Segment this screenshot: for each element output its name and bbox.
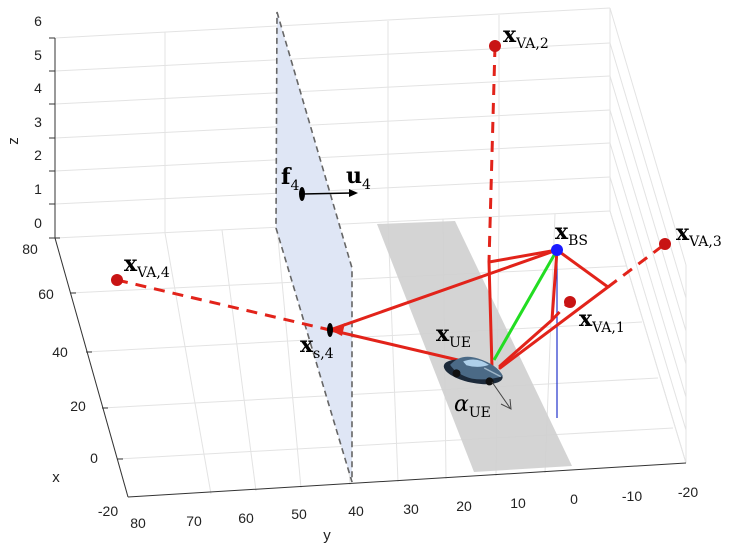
x-tick: 80: [22, 241, 38, 257]
x-axis-label: x: [52, 469, 60, 486]
y-tick: 80: [130, 515, 146, 531]
reflecting-plane: [275, 11, 353, 483]
ue-label: xUE: [436, 321, 471, 351]
x-axis: -20 0 20 40 60 80 x: [22, 237, 123, 519]
va1-anchor: [564, 296, 576, 308]
va4-anchor: [111, 274, 123, 286]
u4-arrow: [301, 192, 353, 195]
y-axis: 80 70 60 50 40 30 20 10 0 -10 -20 y: [130, 484, 698, 544]
y-tick: 0: [570, 491, 578, 507]
road-strip: [377, 221, 572, 472]
ray-arrowhead: [330, 323, 345, 336]
y-tick: 60: [238, 510, 254, 526]
va1-label: xVA,1: [579, 306, 625, 336]
z-tick: 2: [34, 147, 42, 163]
va3-label: xVA,3: [676, 220, 722, 250]
alpha-label: αUE: [454, 392, 491, 421]
z-tick: 5: [34, 47, 42, 63]
z-tick: 1: [34, 181, 42, 197]
xs4-label: xs,4: [300, 332, 334, 362]
z-tick: 6: [34, 13, 42, 29]
z-tick: 0: [34, 215, 42, 231]
floor-grid: [54, 210, 687, 498]
y-tick: -10: [622, 488, 642, 504]
y-tick: 40: [348, 503, 364, 519]
va2-projection-line: [487, 45, 497, 263]
y-tick: 10: [510, 495, 526, 511]
z-axis-label: z: [5, 137, 22, 145]
x-tick: -20: [98, 503, 118, 519]
x-tick: 20: [70, 398, 86, 414]
bs-label: xBS: [555, 219, 588, 249]
y-tick: -20: [678, 484, 698, 500]
va3-anchor: [659, 238, 671, 250]
y-tick: 30: [403, 501, 419, 517]
u4-label: u4: [346, 163, 371, 193]
va4-label: xVA,4: [124, 251, 170, 281]
alpha-arrowhead: [500, 398, 512, 410]
z-tick: 4: [34, 80, 42, 96]
y-tick: 20: [456, 498, 472, 514]
right-wall-grid: [609, 7, 687, 464]
va2-anchor: [489, 40, 501, 52]
y-tick: 50: [291, 506, 307, 522]
y-axis-label: y: [323, 527, 331, 544]
y-tick: 70: [186, 513, 202, 529]
sports-car-icon: [443, 356, 503, 386]
f4-label: f4: [281, 164, 299, 194]
u4-arrowhead: [349, 189, 358, 197]
alpha-arrow: [491, 381, 511, 409]
xs4-point: [327, 323, 333, 337]
bs-anchor: [551, 244, 563, 256]
z-axis: 0 1 2 3 4 5 6 z: [5, 13, 55, 239]
z-tick: 3: [34, 114, 42, 130]
los-ray: [492, 249, 559, 361]
x-tick: 60: [38, 286, 54, 302]
va2-label: xVA,2: [503, 22, 549, 52]
x-tick: 0: [90, 450, 98, 466]
va3-projection-line: [607, 242, 666, 289]
x-tick: 40: [52, 344, 68, 360]
